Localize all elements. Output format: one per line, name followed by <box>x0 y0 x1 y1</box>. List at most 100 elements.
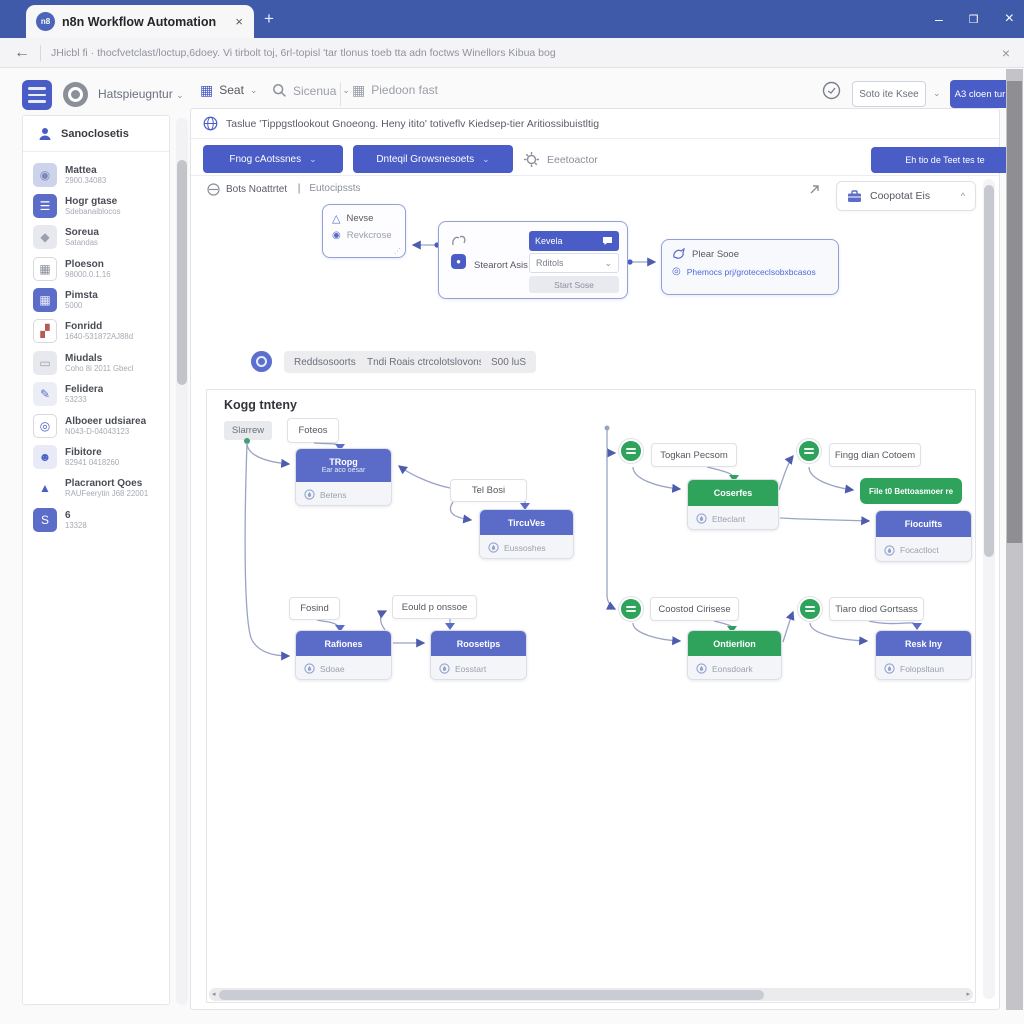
urlbar-close-icon[interactable]: × <box>1001 44 1010 61</box>
node-ontierlion[interactable]: Ontierlion Eonsdoark <box>687 630 782 680</box>
bots-tab[interactable]: Bots Noattrtet <box>207 183 287 196</box>
triangle-icon: △ <box>332 213 341 225</box>
scroll-right-icon[interactable]: ▸ <box>966 991 970 998</box>
pill-reddsosoorts[interactable]: Reddsosoorts <box>284 351 366 373</box>
menu-seat[interactable]: ▦ Seat ⌄ <box>200 82 258 98</box>
save-button[interactable]: Soto ite Ksee <box>852 81 926 107</box>
start-pill[interactable]: Slarrew <box>224 421 272 440</box>
globe-icon <box>203 116 218 131</box>
s-badge-icon: S <box>33 507 57 532</box>
label-foteos[interactable]: Foteos <box>287 418 339 443</box>
test-run-button[interactable]: Eh tio de Teet tes te <box>871 147 1019 173</box>
menu-freedom[interactable]: ▦ Piedoon fast <box>352 82 438 98</box>
pill-s00[interactable]: S00 luS <box>481 351 537 373</box>
label-togkan[interactable]: Togkan Pecsom <box>651 443 737 467</box>
window-close-button[interactable]: × <box>1004 10 1014 27</box>
workspace-avatar[interactable] <box>63 82 88 107</box>
workspace-dropdown[interactable]: Hatspieugntur ⌄ <box>98 87 184 101</box>
node-coserfes[interactable]: Coserfes Etteclant <box>687 479 779 530</box>
resize-handle-icon[interactable]: ⋰ <box>394 248 401 255</box>
back-icon[interactable]: ← <box>14 43 30 61</box>
tool-icon: ✎ <box>33 382 57 407</box>
sidebar-scrollbar[interactable] <box>176 118 188 1005</box>
flow-node-nevse[interactable]: △Nevse ◉Revkcrose ⋰ <box>322 204 406 258</box>
tab-close-icon[interactable]: × <box>235 14 243 29</box>
window-minimize-button[interactable]: – <box>934 11 943 27</box>
panel-scrollbar-thumb[interactable] <box>984 185 994 557</box>
node-option-selected[interactable]: Kevela <box>529 231 619 251</box>
main-panel: Taslue 'Tippgstlookout Gnoeong. Heny iti… <box>190 108 1019 1010</box>
label-fingg[interactable]: Fingg dian Cotoem <box>829 443 921 467</box>
collapse-panel-dropdown[interactable]: Coopotat Eis ^ <box>836 181 976 211</box>
menu-search[interactable]: Sicenua ⌄ <box>272 83 350 98</box>
node-roosetips[interactable]: Roosetips Eosstart <box>430 630 527 680</box>
workflow-canvas[interactable]: Kogg tnteny Slarrew Foteos <box>206 389 976 1003</box>
clock-icon[interactable] <box>822 81 841 100</box>
label-tiaro[interactable]: Tiaro diod Gortsass <box>829 597 924 621</box>
executor-control[interactable]: Eeetoactor <box>523 151 598 168</box>
green-list-icon[interactable] <box>798 597 822 621</box>
scroll-left-icon[interactable]: ◂ <box>212 991 216 998</box>
droplet-icon <box>439 663 450 674</box>
new-tab-button[interactable]: + <box>264 9 274 28</box>
flag-actions-button[interactable]: Fnog cAotssnes⌄ <box>203 145 343 173</box>
node-option-dropdown[interactable]: Rditols ⌄ <box>529 253 619 273</box>
flow-node-plear[interactable]: Plear Sooe ◎ Phemocs prj/grotececlsobxbc… <box>661 239 839 295</box>
node-rafiones[interactable]: Rafiones Sdoae <box>295 630 392 680</box>
detail-growsets-button[interactable]: Dnteqil Growsnesoets⌄ <box>353 145 513 173</box>
shape-icon: ◆ <box>33 225 57 250</box>
grid-icon: ▦ <box>352 82 366 98</box>
status-dot-icon <box>251 351 272 372</box>
gear-person-icon <box>524 152 539 167</box>
node-fiocuifts[interactable]: Fiocuifts Focactloct <box>875 510 972 562</box>
node-file-button[interactable]: File t0 Bettoasmoer re <box>860 478 962 504</box>
label-coostod[interactable]: Coostod Cirisese <box>650 597 739 621</box>
eutocipssts-tab[interactable]: ❙ Eutocipssts <box>295 183 361 194</box>
save-dropdown-chevron-icon[interactable]: ⌄ <box>933 88 941 98</box>
sidebar-scrollbar-thumb[interactable] <box>177 160 187 385</box>
window-maximize-button[interactable]: ❐ <box>968 13 979 26</box>
browser-scrollbar-thumb[interactable] <box>1007 81 1022 543</box>
panel-scrollbar[interactable] <box>983 179 995 999</box>
node-resk-iny[interactable]: Resk Iny Folopsltaun <box>875 630 972 680</box>
label-eould[interactable]: Eould p onssoe <box>392 595 477 619</box>
url-text[interactable]: JHicbl fi · thocfvetclast/loctup,6doey. … <box>51 46 556 59</box>
green-list-icon[interactable] <box>797 439 821 463</box>
person-icon <box>39 127 51 140</box>
start-sose-button[interactable]: Start Sose <box>529 276 619 293</box>
droplet-icon <box>696 513 707 524</box>
browser-scrollbar[interactable] <box>1006 69 1023 1010</box>
node-tircuves[interactable]: TircuVes Eussoshes <box>479 509 574 559</box>
green-list-icon[interactable] <box>619 597 643 621</box>
canvas-horizontal-scrollbar[interactable]: ◂ ▸ <box>209 988 973 1001</box>
green-list-icon[interactable] <box>619 439 643 463</box>
slot-icon <box>207 183 220 196</box>
browser-tab[interactable]: n8 n8n Workflow Automation × <box>26 5 254 38</box>
label-tel-bosi[interactable]: Tel Bosi <box>450 479 527 502</box>
droplet-icon <box>488 542 499 553</box>
pill-tndi-roais[interactable]: Tndi Roais ctrcolotslovons <box>357 351 494 373</box>
expand-icon[interactable] <box>807 183 821 197</box>
label-fosind[interactable]: Fosind <box>289 597 340 620</box>
droplet-icon <box>304 663 315 674</box>
flow-node-stearort[interactable]: ● Stearort Asis Kevela Rditols ⌄ Start S… <box>438 221 628 299</box>
project-link[interactable]: Phemocs prj/grotececlsobxbcasos <box>686 266 816 277</box>
create-button[interactable]: A3 cloen tur <box>950 80 1010 108</box>
canvas-horizontal-scrollbar-thumb[interactable] <box>219 989 764 1000</box>
app-logo[interactable] <box>22 80 52 110</box>
